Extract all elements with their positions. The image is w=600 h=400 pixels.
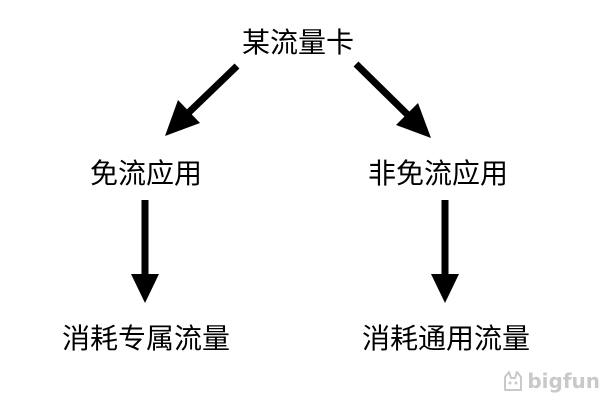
left-leaf-label: 消耗专属流量 bbox=[62, 322, 230, 355]
arrow-left-branch-to-leaf bbox=[131, 200, 159, 303]
watermark: bigfun bbox=[502, 368, 600, 394]
arrow-right-branch-to-leaf bbox=[431, 200, 459, 303]
cat-logo-icon bbox=[504, 371, 523, 391]
watermark-text: bigfun bbox=[527, 369, 600, 393]
arrow-root-to-right bbox=[353, 61, 431, 138]
root-node-label: 某流量卡 bbox=[242, 26, 354, 59]
left-branch-label: 免流应用 bbox=[90, 157, 202, 190]
arrow-root-to-left bbox=[165, 63, 240, 136]
right-branch-label: 非免流应用 bbox=[368, 157, 508, 190]
right-leaf-label: 消耗通用流量 bbox=[362, 322, 530, 355]
